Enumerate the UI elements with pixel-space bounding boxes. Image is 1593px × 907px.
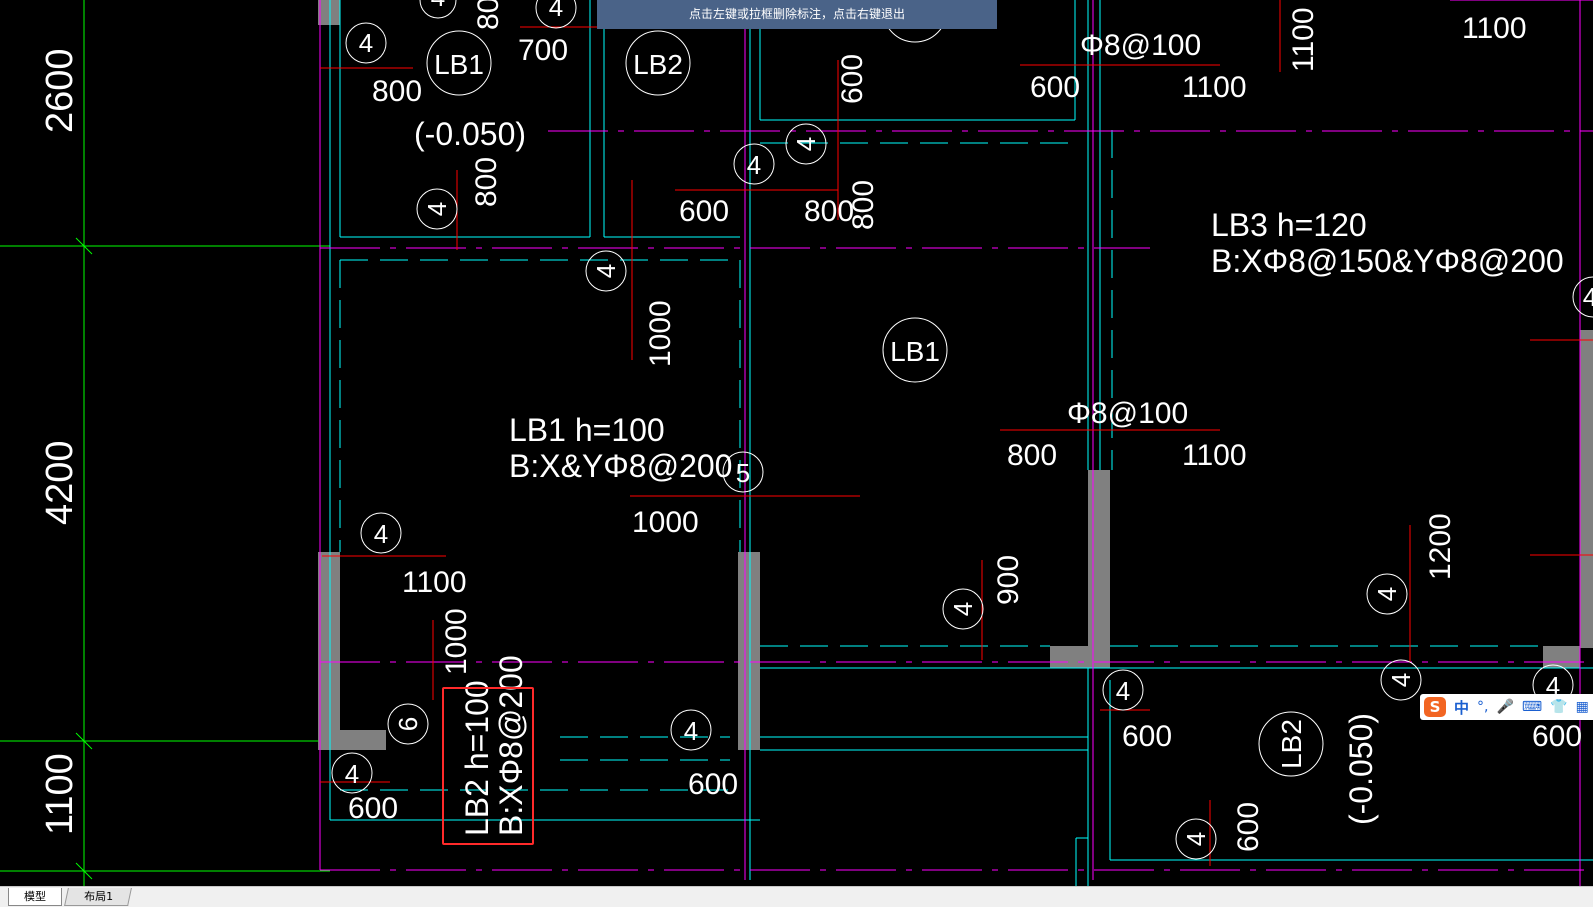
tab-model[interactable]: 模型	[8, 888, 62, 906]
mark-8: 5	[736, 458, 750, 488]
skin-icon[interactable]: 👕	[1550, 699, 1568, 715]
dim-1000-a: 1000	[644, 300, 677, 367]
dim-800-c: 800	[470, 157, 503, 207]
slab-circle-labels: LB1 LB2 LB1 LB2	[434, 49, 1307, 769]
dim-600-g: 600	[1532, 720, 1582, 753]
dim-1100-c: 1100	[1287, 7, 1320, 72]
dim-600-b: 600	[836, 54, 869, 104]
dim-900: 900	[992, 555, 1025, 605]
dim-1100-a: 1100	[1462, 12, 1527, 45]
dim-600-a: 600	[1030, 71, 1080, 104]
rebar-spec-top: Φ8@100	[1080, 29, 1201, 62]
mark-1: 4	[359, 28, 373, 58]
slab-tag-lb2-top: LB2	[633, 49, 683, 80]
dim-800-b: 800	[472, 0, 505, 30]
keyboard-icon[interactable]: ⌨	[1521, 699, 1543, 715]
dimension-lines	[320, 0, 1593, 866]
dim-1200: 1200	[1424, 513, 1457, 580]
cad-drawing[interactable]: 2600 4200 1100 LB1 LB2 LB1 LB2 4 4 4 4 4…	[0, 0, 1593, 886]
mark-2: 4	[549, 0, 563, 22]
slab-descriptions: LB1 h=100 B:X&YΦ8@200 LB3 h=120 B:XΦ8@15…	[414, 116, 1564, 836]
mark-14: 6	[393, 717, 423, 731]
dim-800-d: 800	[804, 195, 854, 228]
dim-600-d: 600	[348, 792, 398, 825]
rebar-lines	[319, 0, 1593, 886]
tab-layout1[interactable]: 布局1	[64, 888, 132, 906]
mark-7: 4	[374, 519, 388, 549]
mark-4: 4	[791, 137, 821, 151]
command-prompt: 点击左键或拉框删除标注，点击右键退出	[597, 0, 997, 29]
mark-18: 4	[431, 0, 445, 12]
mark-5: 4	[747, 150, 761, 180]
dim-600-e: 600	[688, 768, 738, 801]
dim-1100-e: 1100	[402, 566, 467, 599]
axis-dim-1100: 1100	[39, 753, 81, 835]
sogou-logo-icon[interactable]: S	[1424, 697, 1446, 717]
shear-walls	[318, 0, 1593, 750]
axis-dim-2600: 2600	[39, 48, 81, 133]
punctuation-icon[interactable]: °,	[1477, 699, 1489, 715]
dim-1000-c: 1000	[440, 608, 473, 675]
dim-800-f: 800	[1007, 439, 1057, 472]
axis-dimension-texts: 2600 4200 1100	[39, 48, 81, 835]
slab-elev-bottom: (-0.050)	[1343, 713, 1379, 825]
dim-600-h: 600	[1232, 802, 1265, 852]
slab-lb1-height: LB1 h=100	[509, 412, 665, 448]
dim-600-c: 600	[679, 195, 729, 228]
mark-3: 4	[422, 202, 452, 216]
dim-700: 700	[518, 34, 568, 67]
tab-layout1-label: 布局1	[83, 890, 113, 903]
toolbox-icon[interactable]: ▦	[1575, 699, 1589, 715]
slab-lb1-rebar: B:X&YΦ8@200	[509, 448, 732, 484]
slab-lb3-rebar: B:XΦ8@150&YΦ8@200	[1211, 243, 1564, 279]
mark-16: 4	[1181, 832, 1211, 846]
selection-highlight-box	[442, 687, 534, 845]
rebar-spec-mid: Φ8@100	[1067, 397, 1188, 430]
mark-13: 4	[684, 716, 698, 746]
rebar-mark-numbers: 4 4 4 4 4 4 4 5 4 4 4 4 4 6 4 4 4 4 4	[345, 0, 1593, 846]
rebar-spec-texts: Φ8@100 Φ8@100	[1067, 29, 1201, 430]
slab-tag-lb2-bottom: LB2	[1276, 719, 1307, 769]
mark-15: 4	[345, 759, 359, 789]
cad-model-space[interactable]: 2600 4200 1100 LB1 LB2 LB1 LB2 4 4 4 4 4…	[0, 0, 1593, 886]
dim-800-e: 800	[847, 180, 880, 230]
mark-12: 4	[1386, 673, 1416, 687]
axis-grid	[0, 0, 330, 886]
slab-tag-lb1-top: LB1	[434, 49, 484, 80]
mark-10: 4	[1372, 587, 1402, 601]
dim-1100-d: 1100	[1182, 439, 1247, 472]
dim-600-f: 600	[1122, 720, 1172, 753]
ime-toolbar[interactable]: S 中 °, 🎤 ⌨ 👕 ▦	[1420, 694, 1593, 720]
dim-1000-b: 1000	[632, 506, 699, 539]
slab-lb2-height: LB2 h=100	[459, 680, 495, 836]
input-mode-toggle[interactable]: 中	[1454, 698, 1470, 717]
mark-19: 4	[1583, 282, 1593, 312]
mark-17: 4	[1546, 671, 1560, 701]
microphone-icon[interactable]: 🎤	[1496, 699, 1514, 715]
mark-6: 4	[591, 264, 621, 278]
mark-11: 4	[1116, 676, 1130, 706]
layout-tab-bar: 模型 布局1	[0, 886, 1593, 907]
mark-9: 4	[948, 602, 978, 616]
slab-lb3-height: LB3 h=120	[1211, 207, 1367, 243]
dimension-texts: 800 700 800 1100 600 1100 1100 600 800 6…	[348, 0, 1582, 852]
slab-tag-lb1-mid: LB1	[890, 336, 940, 367]
slab-lb2-rebar: B:XΦ8@200	[493, 655, 529, 836]
dim-800-a: 800	[372, 75, 422, 108]
slab-elev-top: (-0.050)	[414, 116, 526, 152]
axis-dim-4200: 4200	[39, 440, 81, 525]
dim-1100-b: 1100	[1182, 71, 1247, 104]
